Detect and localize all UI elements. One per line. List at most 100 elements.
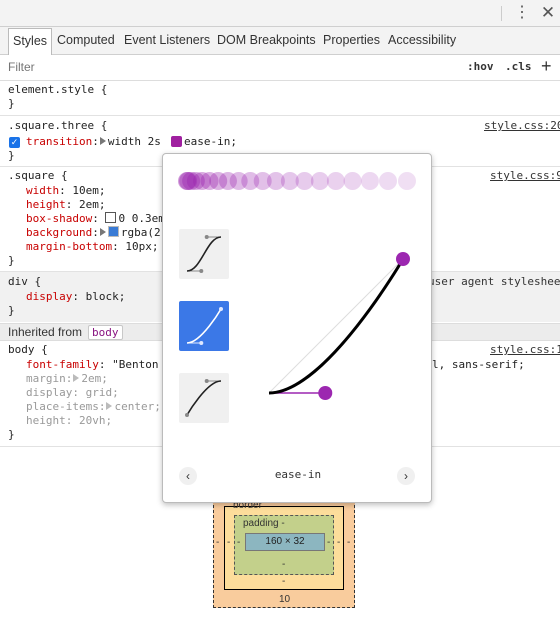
- property-name[interactable]: box-shadow: [26, 212, 93, 225]
- class-toggle[interactable]: .cls: [505, 60, 532, 73]
- property-name[interactable]: margin-bottom: [26, 240, 113, 253]
- property-value[interactable]: width 2s: [107, 135, 168, 148]
- border-left-value[interactable]: -: [227, 537, 231, 548]
- property-value[interactable]: 20vh;: [79, 414, 113, 427]
- tab-accessibility[interactable]: Accessibility: [388, 33, 457, 47]
- declaration[interactable]: width: 10em;: [26, 184, 106, 197]
- property-name[interactable]: width: [26, 184, 60, 197]
- inherited-label: Inherited from: [8, 325, 83, 339]
- padding-label: padding -: [243, 518, 285, 529]
- source-link[interactable]: style.css:9: [490, 169, 560, 182]
- declaration-overridden[interactable]: display: grid;: [26, 386, 119, 399]
- declaration[interactable]: font-family: "Benton: [26, 358, 159, 371]
- margin-bottom-value[interactable]: 10: [279, 594, 291, 605]
- property-name[interactable]: height: [26, 198, 66, 211]
- preset-ease-out[interactable]: [179, 373, 229, 423]
- declaration: display: block;: [26, 290, 126, 303]
- rule-selector[interactable]: element.style {: [8, 83, 108, 96]
- preview-dot: [295, 172, 314, 190]
- sidebar-tabs: Styles Computed Event Listeners DOM Breakpo…: [0, 27, 560, 56]
- padding-right-value[interactable]: -: [327, 537, 331, 548]
- property-value-easing[interactable]: ease-in;: [184, 135, 237, 148]
- filter-bar: :hov .cls +: [0, 55, 560, 81]
- property-value[interactable]: grid;: [85, 386, 119, 399]
- property-value[interactable]: 10em;: [72, 184, 106, 197]
- property-value[interactable]: center;: [114, 400, 161, 413]
- inherited-element-link[interactable]: body: [88, 325, 123, 340]
- declaration-overridden[interactable]: place-items:center;: [26, 400, 161, 413]
- source-link[interactable]: style.css:20: [484, 119, 560, 132]
- property-value[interactable]: 10px;: [125, 240, 159, 253]
- property-value[interactable]: 2em;: [79, 198, 106, 211]
- padding-left-value[interactable]: -: [237, 537, 241, 548]
- rule-selector[interactable]: .square {: [8, 169, 68, 182]
- more-options-icon[interactable]: ⋮: [514, 4, 530, 21]
- property-value[interactable]: rgba(2: [120, 226, 161, 239]
- preview-dot: [182, 172, 201, 190]
- declaration-transition[interactable]: transition:width 2s: [26, 135, 168, 148]
- property-value-tail[interactable]: l, sans-serif;: [432, 358, 525, 371]
- new-rule-button[interactable]: +: [541, 56, 552, 76]
- border-bottom-value[interactable]: -: [282, 576, 286, 587]
- margin-left-value[interactable]: -: [216, 537, 220, 548]
- property-name[interactable]: height: [26, 414, 66, 427]
- preset-ease-in[interactable]: [179, 301, 229, 351]
- tab-event-listeners[interactable]: Event Listeners: [124, 33, 211, 47]
- expand-arrow-icon[interactable]: [99, 228, 106, 236]
- tab-dom-breakpoints[interactable]: DOM Breakpoints: [217, 33, 316, 47]
- property-name[interactable]: margin: [26, 372, 66, 385]
- control-point-handle[interactable]: [396, 252, 410, 266]
- preview-dot: [209, 172, 228, 190]
- property-value[interactable]: 0 0.3em: [118, 212, 165, 225]
- rule-selector: div {: [8, 275, 42, 288]
- preview-dot: [280, 172, 299, 190]
- box-model-content[interactable]: 160 × 32: [245, 533, 325, 551]
- property-value[interactable]: 2em;: [81, 372, 108, 385]
- property-name[interactable]: place-items: [26, 400, 99, 413]
- margin-right-value[interactable]: -: [347, 537, 351, 548]
- next-preset-button[interactable]: ›: [397, 467, 415, 485]
- prev-preset-button[interactable]: ‹: [179, 467, 197, 485]
- close-icon[interactable]: ✕: [540, 3, 556, 22]
- expand-arrow-icon[interactable]: [99, 137, 106, 145]
- control-point-handle[interactable]: [318, 386, 333, 400]
- preview-dot: [343, 172, 362, 190]
- declaration-overridden[interactable]: height: 20vh;: [26, 414, 113, 427]
- declaration[interactable]: box-shadow: 0 0.3em: [26, 212, 165, 225]
- property-checkbox[interactable]: ✓: [9, 137, 20, 148]
- declaration[interactable]: margin-bottom: 10px;: [26, 240, 159, 253]
- tab-styles[interactable]: Styles: [8, 28, 53, 56]
- padding-bottom-value[interactable]: -: [282, 559, 286, 570]
- filter-input[interactable]: [8, 60, 308, 74]
- property-value[interactable]: "Benton: [112, 358, 159, 371]
- easing-swatch-icon[interactable]: [171, 136, 182, 147]
- property-name[interactable]: transition: [26, 135, 93, 148]
- easing-name-label: ease-in: [274, 468, 322, 481]
- rule-selector[interactable]: body {: [8, 343, 48, 356]
- property-name[interactable]: background: [26, 226, 93, 239]
- source-link[interactable]: style.css:1: [490, 343, 560, 356]
- preview-dot: [186, 172, 205, 190]
- bezier-editor-popover: ‹ ease-in ›: [162, 153, 432, 503]
- property-name[interactable]: font-family: [26, 358, 99, 371]
- tab-computed[interactable]: Computed: [57, 33, 115, 47]
- property-name[interactable]: display: [26, 386, 73, 399]
- hover-state-toggle[interactable]: :hov: [467, 60, 494, 73]
- preview-dot: [266, 172, 285, 190]
- declaration[interactable]: background:rgba(2: [26, 226, 161, 239]
- expand-arrow-icon[interactable]: [106, 402, 113, 410]
- preview-dot: [241, 172, 260, 190]
- shadow-editor-icon[interactable]: [105, 212, 117, 223]
- declaration[interactable]: height: 2em;: [26, 198, 106, 211]
- bezier-curve-editor[interactable]: [253, 244, 433, 424]
- color-swatch-icon[interactable]: [107, 226, 119, 237]
- rule-close: }: [8, 97, 15, 110]
- expand-arrow-icon[interactable]: [73, 374, 80, 382]
- declaration-overridden[interactable]: margin:2em;: [26, 372, 108, 385]
- border-right-value[interactable]: -: [337, 537, 341, 548]
- preview-dot: [229, 172, 248, 190]
- rule-selector[interactable]: .square.three {: [8, 119, 108, 132]
- preset-ease-in-out[interactable]: [179, 229, 229, 279]
- tab-properties[interactable]: Properties: [323, 33, 380, 47]
- preview-dot: [253, 172, 272, 190]
